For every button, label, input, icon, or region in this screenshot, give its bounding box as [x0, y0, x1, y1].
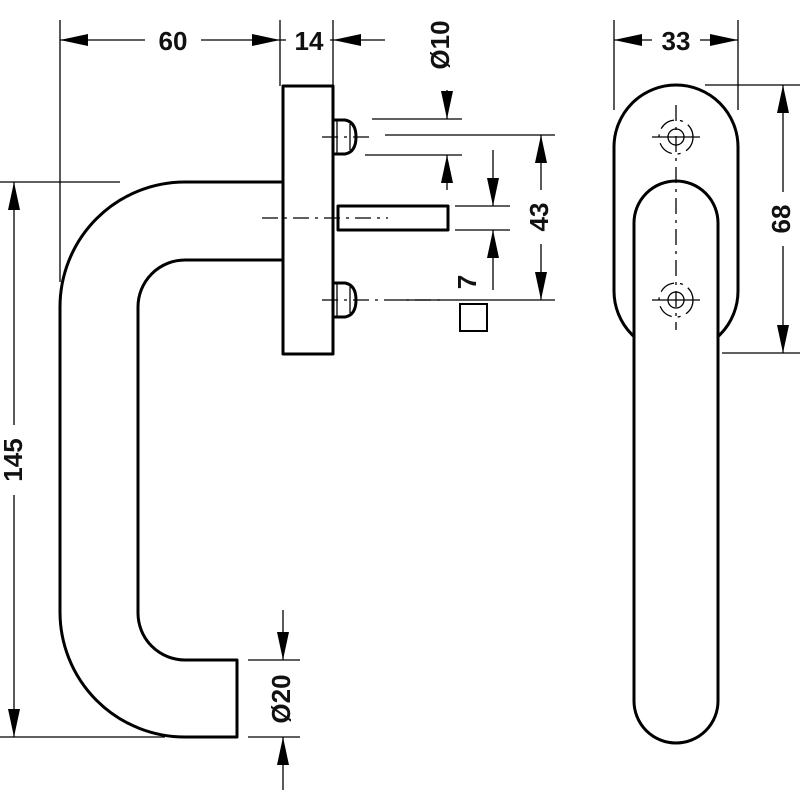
spindle	[336, 204, 450, 232]
dim-68-label: 68	[766, 205, 796, 234]
spindle-square-symbol	[459, 303, 488, 332]
dim-7-label: 7	[452, 275, 482, 289]
dim-spindle-width: 7	[452, 150, 510, 290]
dim-145: 145	[0, 181, 165, 738]
side-view: 60 14 Ø10 43	[0, 20, 556, 790]
dim-43-label: 43	[524, 203, 554, 232]
dim-bar-diameter-label: Ø20	[266, 674, 296, 723]
dim-screw-diameter-label: Ø10	[425, 20, 455, 69]
dim-68: 68	[705, 84, 800, 354]
front-top-screw	[652, 119, 700, 155]
dim-43: 43	[400, 135, 556, 301]
front-bottom-screw	[652, 282, 700, 318]
dim-screw-diameter: Ø10	[425, 20, 455, 190]
rose-plate	[281, 84, 335, 356]
handle-bar	[58, 180, 287, 739]
dim-145-label: 145	[0, 438, 28, 481]
dim-33: 33	[613, 20, 739, 110]
dim-33-label: 33	[662, 26, 691, 56]
dim-60: 60	[59, 20, 281, 282]
dim-14-label: 14	[295, 26, 324, 56]
top-screw	[322, 118, 372, 156]
dim-14: 14	[280, 20, 385, 86]
dim-60-label: 60	[159, 26, 188, 56]
dim-bar-diameter: Ø20	[248, 610, 300, 790]
front-view: 33 68	[612, 20, 800, 745]
